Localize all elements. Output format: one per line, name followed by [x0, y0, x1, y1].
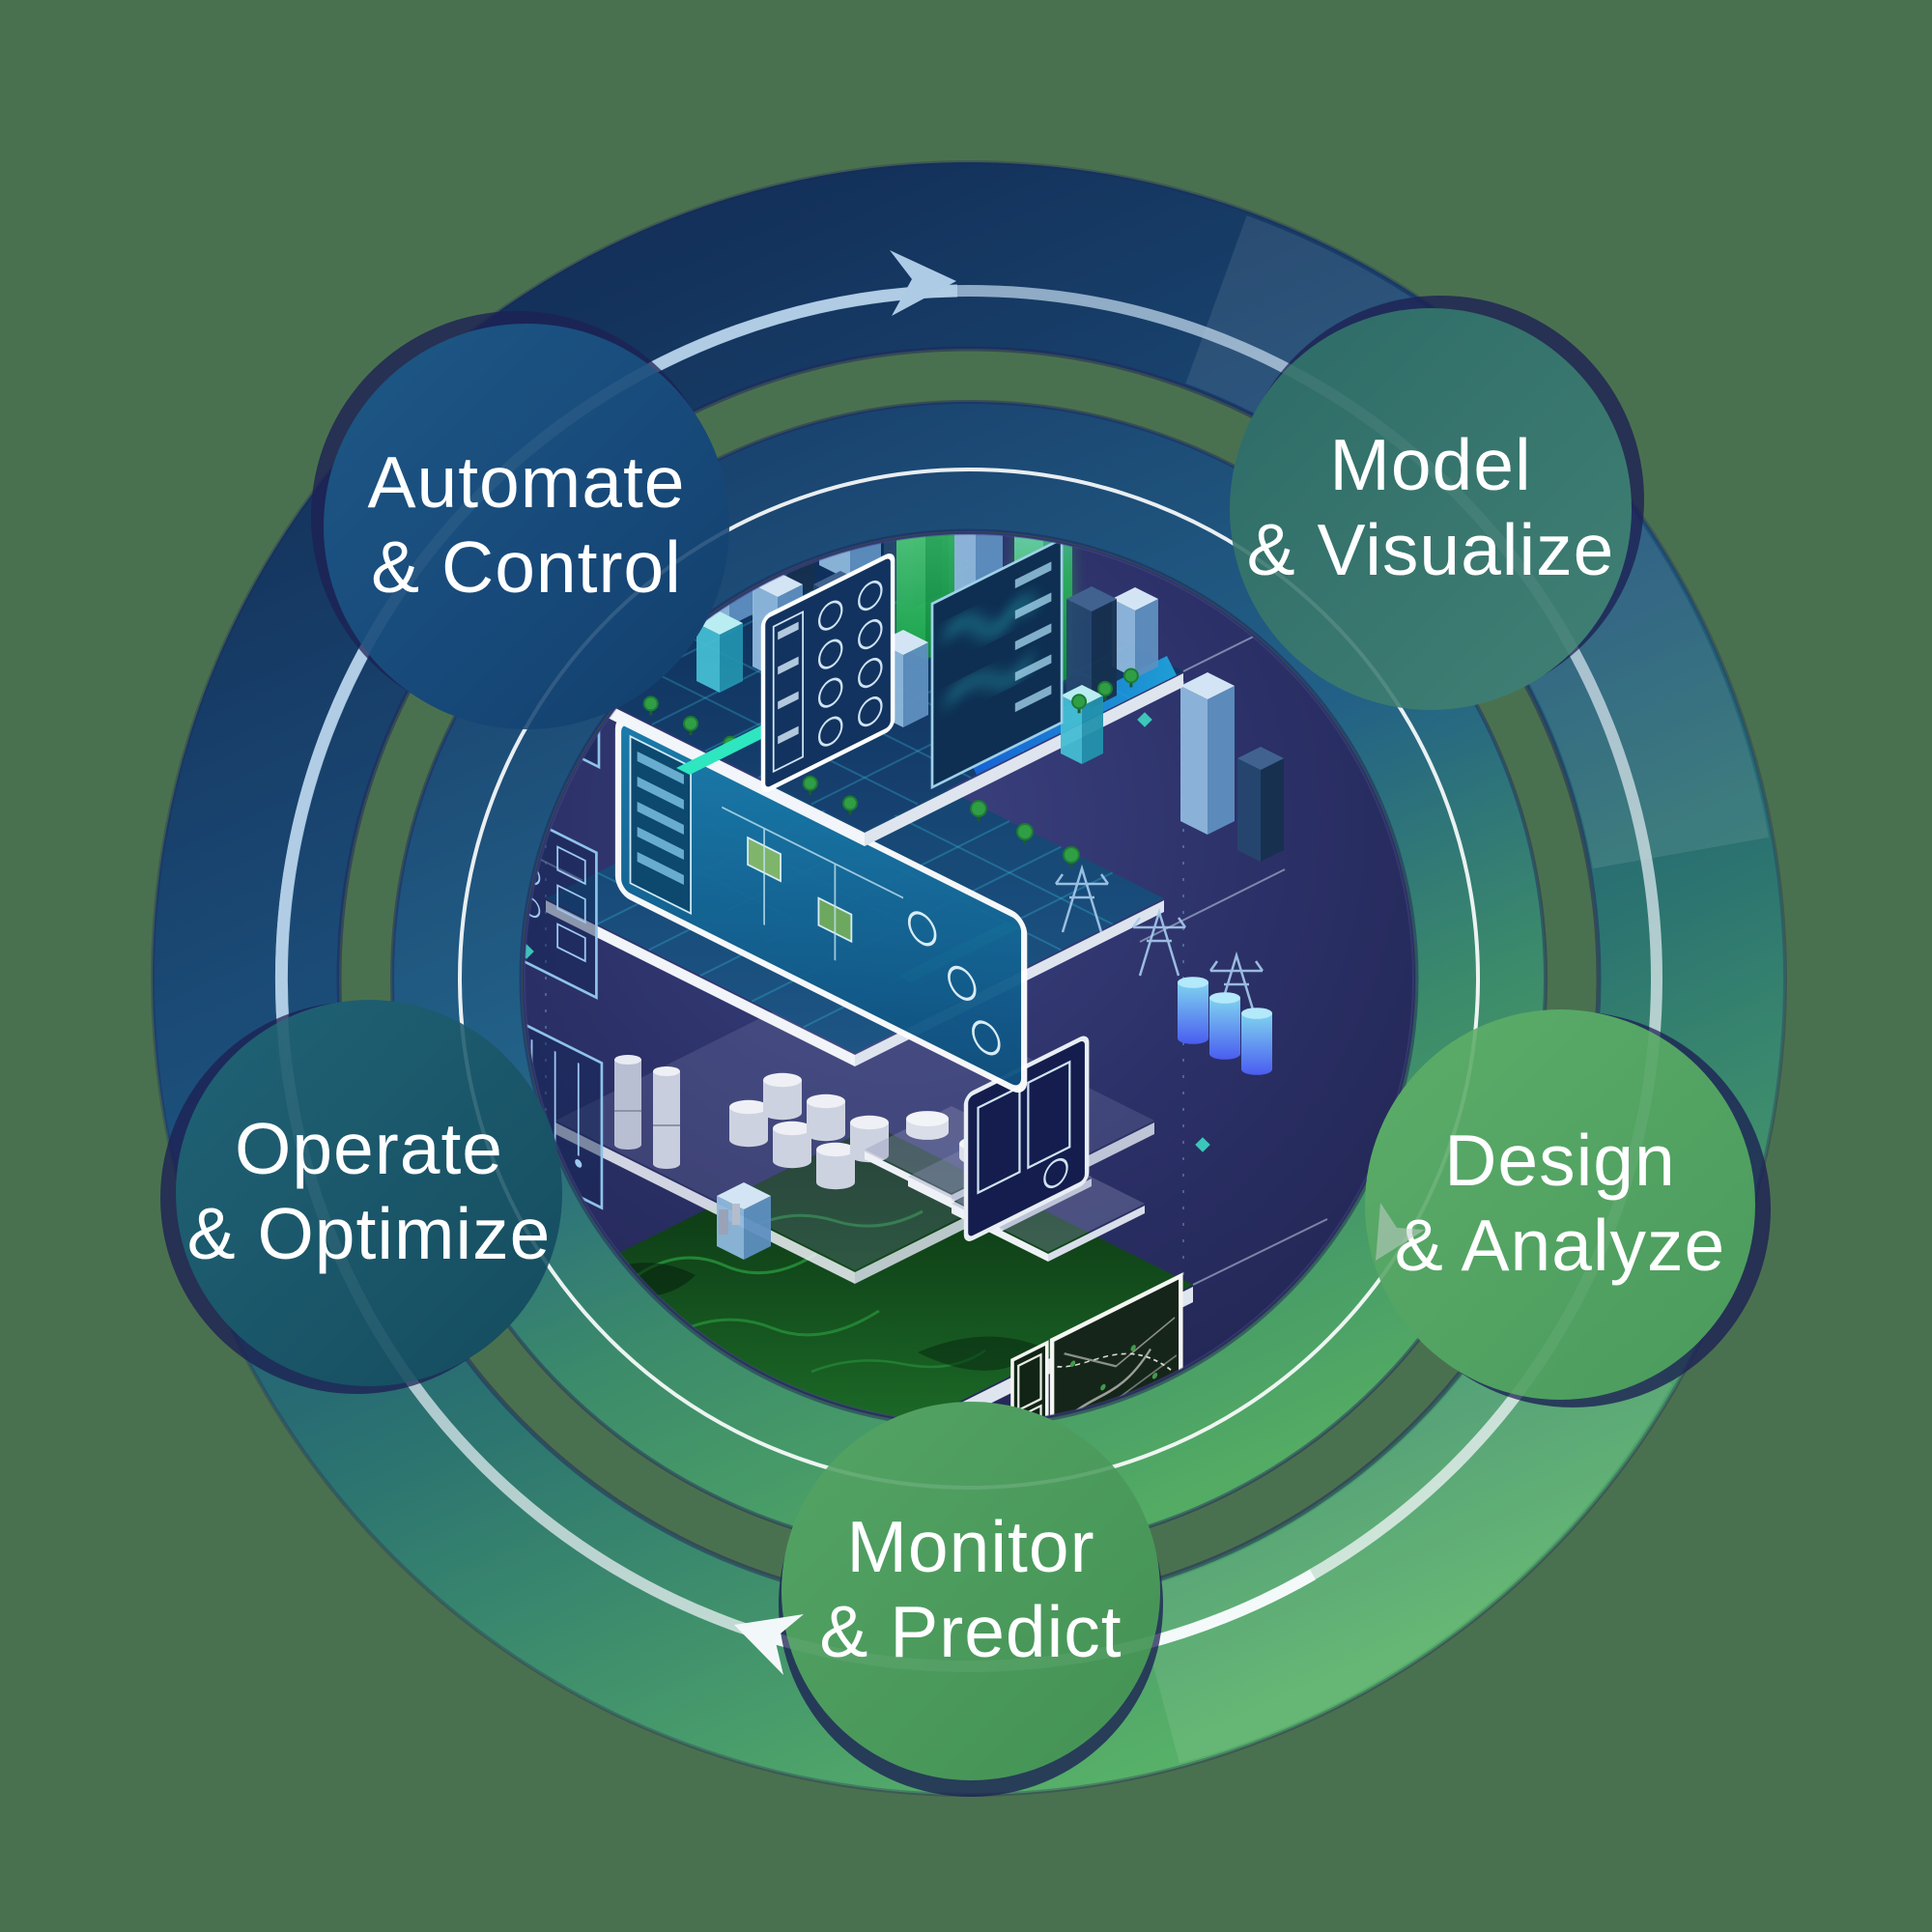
node-circle	[324, 324, 729, 729]
node-automate-control: Automate & Control	[311, 311, 729, 729]
node-label-line1: Automate	[367, 441, 685, 523]
node-label-line2: & Optimize	[187, 1193, 552, 1274]
node-circle	[781, 1402, 1160, 1780]
node-monitor-predict: Monitor & Predict	[779, 1402, 1163, 1797]
flow-arrowhead-top	[890, 250, 956, 316]
node-label-line1: Monitor	[846, 1506, 1094, 1587]
node-label-line1: Design	[1444, 1120, 1675, 1201]
flow-arrowhead-design	[1376, 1203, 1425, 1261]
node-label-line2: & Visualize	[1247, 509, 1615, 590]
orbit-ring-overlay	[458, 468, 1480, 1490]
node-label-line2: & Analyze	[1395, 1205, 1726, 1286]
node-label-line2: & Predict	[819, 1591, 1122, 1672]
node-circle	[176, 1000, 562, 1386]
flow-ring-overlay	[275, 285, 1662, 1672]
flow-arrowhead-bottom	[734, 1614, 804, 1675]
node-label-line1: Model	[1329, 424, 1531, 505]
node-circle	[1365, 1009, 1755, 1400]
node-design-analyze: Design & Analyze	[1365, 1009, 1771, 1407]
node-label-line1: Operate	[235, 1108, 503, 1189]
node-label-line2: & Control	[371, 526, 682, 608]
node-model-visualize: Model & Visualize	[1230, 296, 1644, 710]
node-operate-optimize: Operate & Optimize	[160, 1000, 562, 1394]
node-circle	[1230, 308, 1632, 710]
